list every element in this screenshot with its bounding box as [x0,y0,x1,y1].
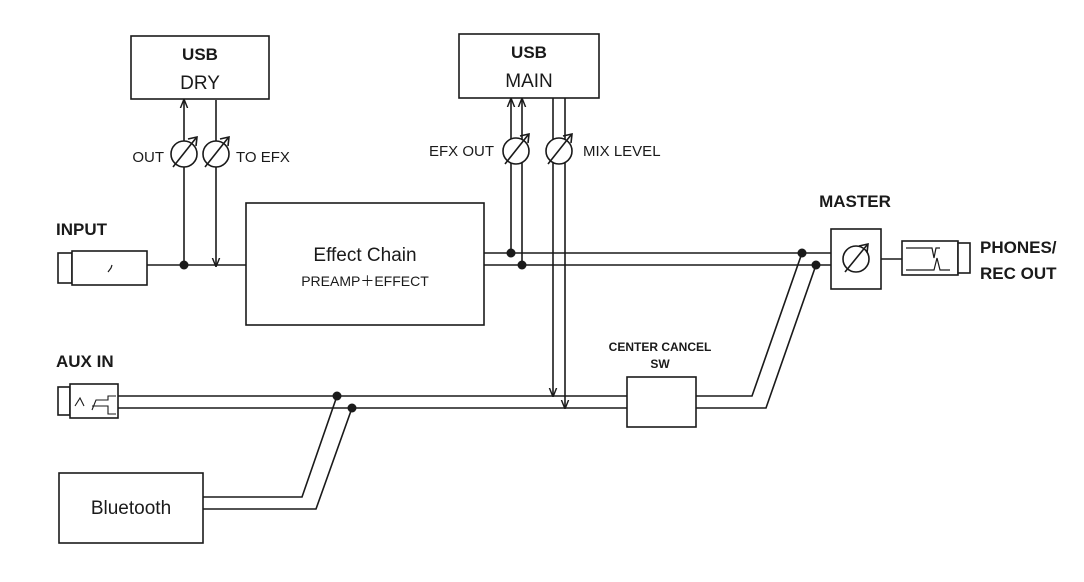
mix-level-knob-icon [545,132,573,165]
phones-label-line1: PHONES/ [980,238,1057,257]
usb-dry-block: USB DRY [130,35,270,100]
effect-chain-subtitle: PREAMP＋EFFECT [301,273,429,289]
center-cancel-label-line2: SW [650,357,670,371]
center-cancel-label-line1: CENTER CANCEL [609,340,712,354]
effect-chain-title: Effect Chain [313,245,416,266]
bluetooth-line-right [203,407,353,510]
usb-main-subtitle: MAIN [505,71,553,92]
center-cancel-out-left [696,252,803,397]
bluetooth-block: Bluetooth [58,472,204,544]
input-label: INPUT [56,220,108,239]
aux-in-jack-icon [57,383,119,419]
usb-dry-subtitle: DRY [180,73,220,94]
master-knob-icon [830,228,882,290]
usb-main-title: USB [511,43,547,62]
master-label: MASTER [819,192,891,211]
phones-label-line2: REC OUT [980,264,1057,283]
phones-jack-icon [901,240,971,276]
out-label: OUT [132,149,164,166]
aux-in-label: AUX IN [56,352,114,371]
mix-level-label: MIX LEVEL [583,143,661,160]
usb-dry-title: USB [182,45,218,64]
usb-main-block: USB MAIN [458,33,600,99]
efx-out-knob-icon [502,132,530,165]
to-efx-label: TO EFX [236,149,290,166]
efx-out-label: EFX OUT [429,143,494,160]
bluetooth-label: Bluetooth [91,498,171,519]
out-knob-icon [170,135,198,168]
center-cancel-switch-block [626,376,697,428]
center-cancel-out-right [696,264,817,409]
to-efx-knob-icon [202,135,230,168]
input-jack-icon [57,250,148,286]
bluetooth-line-left [203,395,338,498]
effect-chain-block: Effect Chain PREAMP＋EFFECT [245,202,485,326]
